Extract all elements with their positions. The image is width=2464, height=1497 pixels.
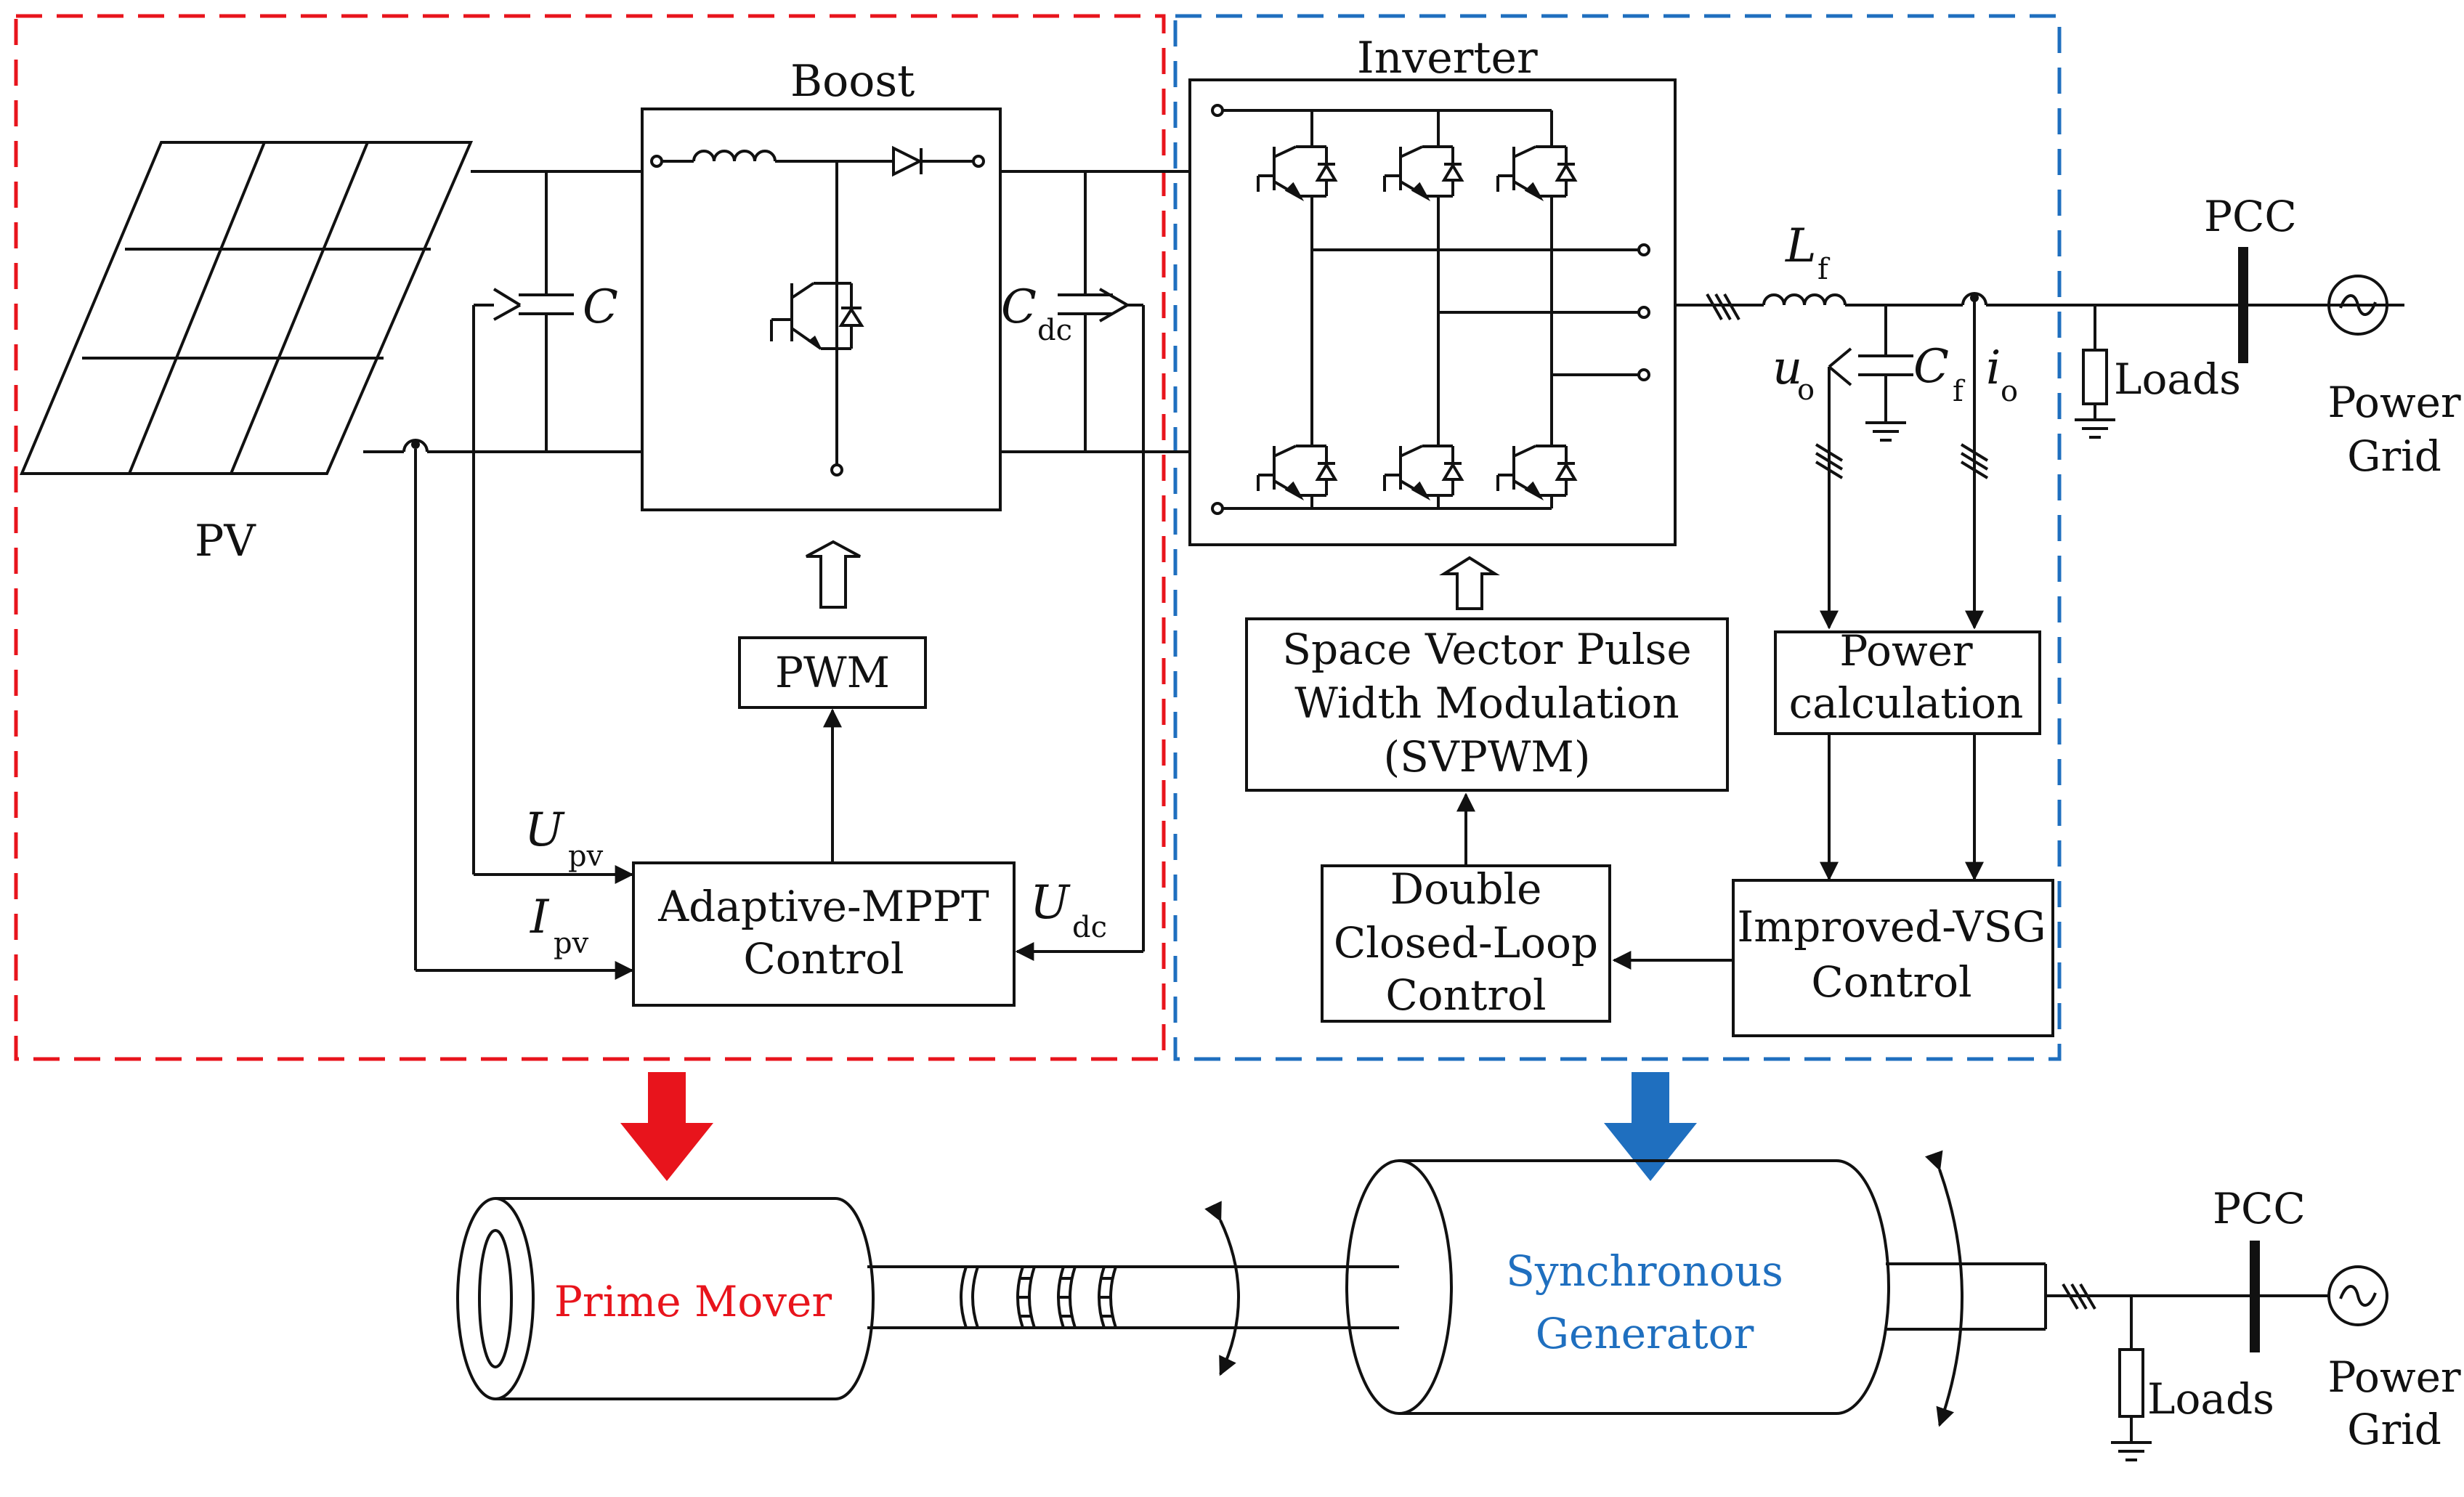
vsg-box — [1732, 879, 2054, 1037]
mppt-feedback-wires — [414, 304, 1145, 980]
pwm-hollow-arrow — [806, 540, 861, 609]
upv-sub: pv — [568, 840, 604, 873]
grid-label-1: Power — [2327, 378, 2461, 427]
generator-label-1: Synchronous — [1506, 1246, 1783, 1296]
pv-label: PV — [195, 516, 256, 567]
cdc-sub: dc — [1037, 314, 1072, 347]
dcl-label-3: Control — [1385, 970, 1546, 1020]
io-label: i — [1986, 341, 2001, 395]
synchronous-generator — [1345, 1150, 2047, 1427]
power-calc-box — [1774, 630, 2041, 735]
blue-down-arrow — [1604, 1072, 1697, 1181]
ipv-sub: pv — [554, 927, 589, 960]
udc-sub: dc — [1072, 911, 1107, 944]
mechanical-grid-connection — [2046, 1241, 2388, 1461]
lf-label: L — [1785, 219, 1817, 273]
dcl-label-2: Closed-Loop — [1334, 918, 1598, 967]
svpwm-label-2: Width Modulation — [1294, 678, 1679, 728]
uo-label: u — [1772, 341, 1802, 395]
inverter-box — [1188, 78, 1677, 546]
boost-label: Boost — [790, 56, 915, 107]
loads-label: Loads — [2114, 354, 2241, 404]
prime-mover-label: Prime Mover — [554, 1277, 832, 1326]
uo-sub: o — [1797, 373, 1815, 407]
udc-label: U — [1030, 876, 1071, 930]
mppt-label-1: Adaptive-MPPT — [657, 882, 989, 931]
upv-label: U — [524, 803, 565, 857]
lf-sub: f — [1817, 253, 1831, 286]
svpwm-box — [1245, 617, 1729, 792]
svpwm-label-3: (SVPWM) — [1384, 732, 1591, 782]
pwm-box — [738, 636, 927, 709]
shaft — [867, 1201, 1399, 1376]
mech-grid-label-2: Grid — [2347, 1405, 2441, 1454]
pv-panel — [19, 141, 474, 475]
power-calc-label-2: calculation — [1789, 678, 2024, 728]
io-sub: o — [2001, 375, 2018, 408]
cf-sub: f — [1953, 375, 1966, 408]
boost-circuit — [650, 145, 985, 476]
pwm-label: PWM — [775, 648, 890, 697]
power-calc-label-1: Power — [1839, 626, 1973, 676]
inverter-label: Inverter — [1357, 33, 1538, 84]
vsg-label-1: Improved-VSG — [1737, 902, 2046, 952]
ac-output-wiring — [1675, 247, 2404, 630]
red-down-arrow — [620, 1072, 713, 1181]
inverter-bridge — [1211, 104, 1650, 515]
pv-wiring — [363, 170, 642, 453]
mppt-box — [632, 861, 1016, 1007]
mech-pcc-label: PCC — [2213, 1184, 2306, 1233]
grid-label-2: Grid — [2347, 431, 2441, 481]
prime-mover — [456, 1197, 875, 1400]
generator-label-2: Generator — [1536, 1309, 1754, 1358]
pv-boost-region — [14, 14, 1166, 1061]
mech-grid-label-1: Power — [2327, 1352, 2461, 1402]
mech-loads-label: Loads — [2147, 1374, 2274, 1424]
vsg-label-2: Control — [1811, 957, 1971, 1007]
svpwm-label-1: Space Vector Pulse — [1282, 625, 1691, 674]
cf-label: C — [1913, 340, 1949, 394]
cdc-label: C — [1001, 280, 1037, 334]
mppt-label-2: Control — [743, 934, 904, 983]
pcc-label: PCC — [2204, 192, 2297, 241]
c-label: C — [583, 280, 618, 334]
svpwm-hollow-arrow — [1439, 556, 1500, 610]
ipv-label: I — [530, 891, 550, 944]
dc-link — [1000, 170, 1191, 453]
inverter-region — [1173, 14, 2062, 1061]
boost-box — [641, 107, 1002, 511]
dcl-label-1: Double — [1390, 864, 1542, 914]
